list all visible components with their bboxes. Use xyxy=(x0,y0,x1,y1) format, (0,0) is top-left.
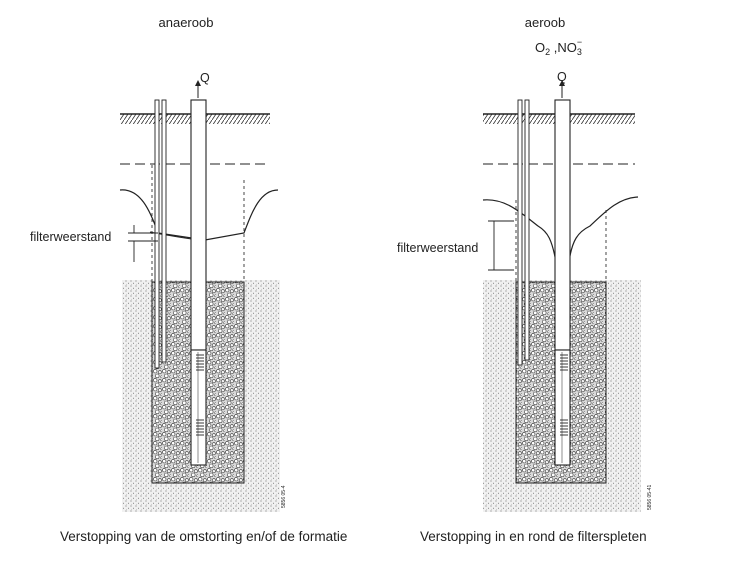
chem-o2: O xyxy=(535,40,545,55)
left-drawdown-curve xyxy=(119,189,279,241)
left-diagram: anaeroob xyxy=(30,15,347,544)
chem-no3-sup: − xyxy=(577,37,582,47)
left-flow-label: Q xyxy=(200,71,210,85)
right-caption: Verstopping in en rond de filterspleten xyxy=(420,529,647,544)
right-flow-label: Q xyxy=(557,70,567,84)
left-well-screen xyxy=(190,349,207,466)
right-flow-arrow-icon xyxy=(559,80,565,98)
right-chemistry-label: O2 ,NO3− xyxy=(535,37,582,57)
right-diagram: aeroob O2 ,NO3− xyxy=(397,15,653,544)
right-well-casing xyxy=(554,99,571,351)
right-condition-label: aeroob xyxy=(525,15,565,30)
left-filter-resistance-bracket xyxy=(128,225,158,262)
chem-separator: ,NO xyxy=(550,40,577,55)
right-figure-code: 5856 05-41 xyxy=(647,484,653,510)
chem-o2-sub: 2 xyxy=(545,47,550,57)
right-well-screen xyxy=(554,349,571,466)
left-filter-resistance-label: filterweerstand xyxy=(30,230,111,244)
chem-no3-sub: 3 xyxy=(577,47,582,57)
left-observation-tube xyxy=(154,99,167,369)
left-caption: Verstopping van de omstorting en/of de f… xyxy=(60,529,347,544)
left-flow-arrow-icon xyxy=(195,80,201,98)
right-filter-resistance-bracket xyxy=(488,220,514,271)
left-figure-code: 5856 05-4 xyxy=(281,485,287,508)
right-observation-tube xyxy=(517,99,530,366)
right-filter-resistance-label: filterweerstand xyxy=(397,241,478,255)
left-condition-label: anaeroob xyxy=(159,15,214,30)
left-well-casing xyxy=(190,99,207,351)
